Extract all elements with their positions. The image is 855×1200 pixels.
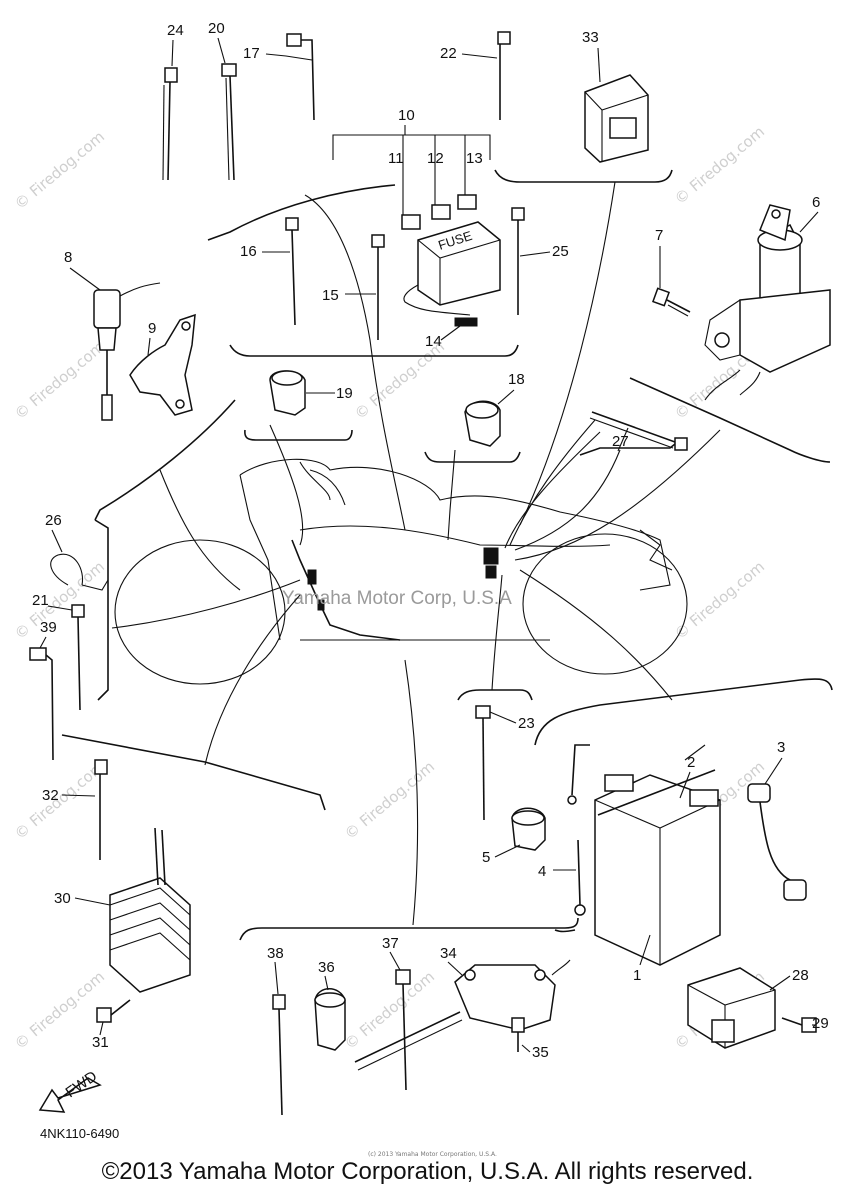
callout-label: 25 bbox=[552, 243, 569, 260]
electrical-parts-diagram: © Firedog.com © Firedog.com © Firedog.co… bbox=[11, 20, 833, 1158]
callout-leaders bbox=[39, 37, 819, 1053]
callout-label: 14 bbox=[425, 333, 442, 350]
parts: FUSE bbox=[29, 31, 831, 1116]
tiny-note: (c) 2013 Yamaha Motor Corporation, U.S.A… bbox=[368, 1151, 497, 1158]
callout-label: 34 bbox=[440, 945, 457, 962]
bracket-9 bbox=[129, 313, 196, 416]
clamp-18 bbox=[464, 400, 501, 447]
callout-label: 1 bbox=[633, 967, 641, 984]
callout-label: 11 bbox=[388, 150, 404, 167]
copyright-notice: ©2013 Yamaha Motor Corporation, U.S.A. A… bbox=[101, 1158, 754, 1185]
callout-label: 18 bbox=[508, 371, 525, 388]
callout-label: 29 bbox=[812, 1015, 829, 1032]
center-watermark: Yamaha Motor Corp, U.S.A bbox=[282, 588, 512, 609]
callout-label: 3 bbox=[777, 739, 785, 756]
cable-tie-27 bbox=[589, 411, 688, 451]
watermark: © Firedog.com bbox=[11, 558, 108, 643]
main-switch-6 bbox=[704, 204, 831, 401]
clamp-5 bbox=[511, 807, 546, 851]
callout-label: 20 bbox=[208, 20, 225, 37]
clip-26 bbox=[50, 553, 109, 591]
callout-label: 27 bbox=[612, 433, 629, 450]
callout-label: 13 bbox=[466, 150, 483, 167]
watermark: © Firedog.com bbox=[341, 968, 438, 1053]
callout-label: 32 bbox=[42, 787, 59, 804]
positive-cable-3 bbox=[747, 783, 807, 901]
leader-lines bbox=[61, 125, 833, 941]
part-code: 4NK110-6490 bbox=[40, 1126, 119, 1141]
bolt-29 bbox=[781, 1017, 817, 1033]
watermark: © Firedog.com bbox=[11, 338, 108, 423]
motorcycle-outline: Yamaha Motor Corp, U.S.A bbox=[114, 458, 688, 685]
bolt-31 bbox=[96, 999, 131, 1023]
callout-label: 39 bbox=[40, 619, 57, 636]
watermark: © Firedog.com bbox=[11, 758, 108, 843]
watermark: © Firedog.com bbox=[671, 123, 768, 208]
cable-tie-15 bbox=[371, 234, 385, 340]
callout-label: 15 bbox=[322, 287, 339, 304]
callout-label: 24 bbox=[167, 22, 184, 39]
callout-label: 5 bbox=[482, 849, 490, 866]
cable-tie-16 bbox=[285, 217, 299, 326]
cable-tie-37 bbox=[395, 969, 411, 1091]
cable-tie-17 bbox=[286, 33, 315, 121]
callout-label: 10 bbox=[398, 107, 415, 124]
callout-label: 6 bbox=[812, 194, 820, 211]
callout-label: 9 bbox=[148, 320, 156, 337]
negative-cable-4 bbox=[567, 744, 590, 916]
fwd-arrow-icon: FWD bbox=[38, 1068, 102, 1113]
fwd-label: FWD bbox=[63, 1068, 101, 1102]
callout-label: 2 bbox=[687, 754, 695, 771]
battery-1 bbox=[594, 769, 721, 966]
battery-band-2 bbox=[684, 744, 706, 761]
cable-tie-38 bbox=[272, 994, 286, 1116]
clamp-36 bbox=[314, 988, 346, 1051]
callout-label: 31 bbox=[92, 1034, 109, 1051]
cable-tie-25 bbox=[511, 207, 525, 315]
neutral-switch-8 bbox=[93, 282, 161, 421]
starter-relay-28 bbox=[687, 967, 776, 1049]
callout-label: 21 bbox=[32, 592, 49, 609]
callout-label: 19 bbox=[336, 385, 353, 402]
bolt-7 bbox=[652, 287, 691, 317]
fuse-box: FUSE bbox=[401, 194, 501, 327]
cable-tie-22 bbox=[497, 31, 511, 120]
sidestand-switch-34 bbox=[354, 959, 571, 1071]
bolt-35 bbox=[511, 1017, 525, 1052]
cable-tie-23 bbox=[475, 705, 491, 821]
callout-label: 30 bbox=[54, 890, 71, 907]
callout-label: 37 bbox=[382, 935, 399, 952]
cable-tie-32 bbox=[94, 759, 108, 860]
callout-labels: 24 20 17 22 33 10 11 12 13 6 7 8 16 25 1… bbox=[32, 20, 829, 1061]
watermark: © Firedog.com bbox=[11, 128, 108, 213]
callout-label: 8 bbox=[64, 249, 72, 266]
callout-label: 22 bbox=[440, 45, 457, 62]
callout-label: 26 bbox=[45, 512, 62, 529]
cable-tie-39 bbox=[29, 647, 54, 761]
callout-label: 16 bbox=[240, 243, 257, 260]
callout-label: 28 bbox=[792, 967, 809, 984]
callout-label: 35 bbox=[532, 1044, 549, 1061]
cable-tie-24 bbox=[162, 67, 178, 181]
relay-33 bbox=[584, 74, 649, 163]
cable-tie-21 bbox=[71, 604, 85, 711]
callout-label: 36 bbox=[318, 959, 335, 976]
watermark: © Firedog.com bbox=[351, 338, 448, 423]
watermark: © Firedog.com bbox=[671, 558, 768, 643]
clamp-19 bbox=[269, 370, 306, 416]
callout-label: 4 bbox=[538, 863, 546, 880]
rectifier-30 bbox=[109, 827, 191, 993]
callout-label: 12 bbox=[427, 150, 444, 167]
cable-tie-20 bbox=[221, 63, 237, 181]
callout-label: 7 bbox=[655, 227, 663, 244]
watermark: © Firedog.com bbox=[341, 758, 438, 843]
callout-label: 33 bbox=[582, 29, 599, 46]
callout-label: 23 bbox=[518, 715, 535, 732]
callout-label: 38 bbox=[267, 945, 284, 962]
callout-label: 17 bbox=[243, 45, 260, 62]
